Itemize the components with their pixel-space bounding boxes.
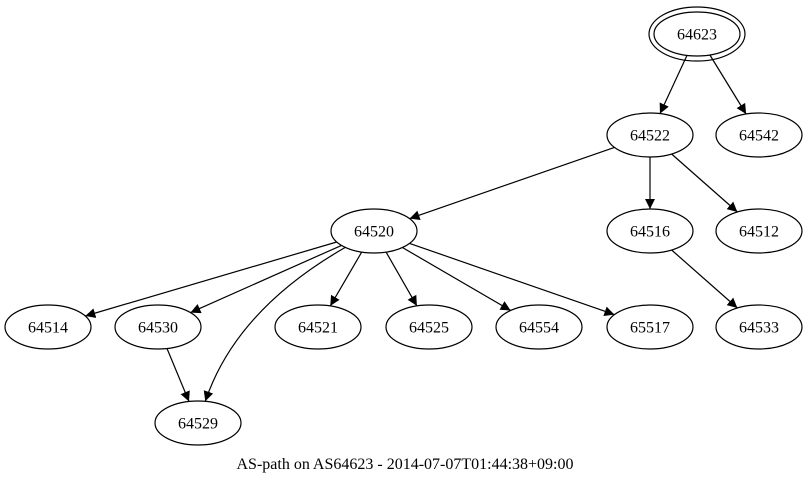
node-label: 64514 — [28, 320, 68, 337]
node-ellipse — [114, 304, 202, 350]
origin-node: 64623 — [648, 6, 746, 62]
edges-layer — [85, 54, 747, 402]
node-ellipse — [154, 400, 242, 446]
as-node: 64514 — [4, 304, 92, 350]
as-node: 64554 — [495, 304, 583, 350]
node-ellipse — [495, 304, 583, 350]
as-node: 64522 — [606, 112, 694, 158]
node-ellipse — [274, 304, 362, 350]
edge-64623-to-64522 — [659, 55, 688, 114]
node-label: 64512 — [739, 224, 779, 241]
node-label: 64516 — [630, 224, 670, 241]
node-ellipse — [715, 208, 803, 254]
edge-64520-to-65517 — [409, 242, 615, 317]
edge-64520-to-64530 — [190, 244, 342, 314]
node-ellipse — [606, 304, 694, 350]
edge-64520-to-64514 — [85, 241, 337, 318]
as-node: 64516 — [606, 208, 694, 254]
as-node: 64533 — [715, 304, 803, 350]
node-ellipse — [715, 112, 803, 158]
as-node: 64525 — [385, 304, 473, 350]
node-label: 64533 — [739, 320, 779, 337]
node-label: 64530 — [138, 320, 178, 337]
node-outer-ring — [648, 6, 746, 62]
edge-64522-to-64512 — [671, 153, 738, 213]
edge-64522-to-64520 — [409, 146, 615, 221]
graph-caption: AS-path on AS64623 - 2014-07-07T01:44:38… — [236, 456, 573, 473]
node-label: 64554 — [519, 320, 559, 337]
edge-64520-to-64521 — [329, 251, 363, 307]
node-label: 64529 — [178, 416, 218, 433]
node-ellipse — [4, 304, 92, 350]
edge-64530-to-64529 — [166, 348, 190, 402]
nodes-layer: 64623 64522 64542 64520 64516 64512 64514 64530… — [4, 6, 803, 446]
as-node: 64521 — [274, 304, 362, 350]
edge-64520-to-64529 — [203, 246, 346, 402]
node-ellipse — [385, 304, 473, 350]
node-label: 64525 — [409, 320, 449, 337]
as-node: 65517 — [606, 304, 694, 350]
node-label: 64521 — [298, 320, 338, 337]
edge-64623-to-64542 — [709, 54, 747, 115]
node-ellipse — [606, 112, 694, 158]
node-ellipse — [606, 208, 694, 254]
node-ellipse — [330, 208, 418, 254]
node-label: 64623 — [677, 27, 717, 44]
as-node: 64542 — [715, 112, 803, 158]
as-node: 64529 — [154, 400, 242, 446]
edge-64520-to-64525 — [385, 251, 418, 307]
node-label: 64522 — [630, 128, 670, 145]
node-label: 64542 — [739, 128, 779, 145]
as-node: 64530 — [114, 304, 202, 350]
node-label: 65517 — [630, 320, 670, 337]
edge-64520-to-64554 — [402, 246, 511, 312]
as-node: 64512 — [715, 208, 803, 254]
edge-64516-to-64533 — [671, 249, 738, 309]
node-label: 64520 — [354, 224, 394, 241]
node-ellipse — [715, 304, 803, 350]
as-node: 64520 — [330, 208, 418, 254]
node-ellipse — [653, 11, 741, 57]
